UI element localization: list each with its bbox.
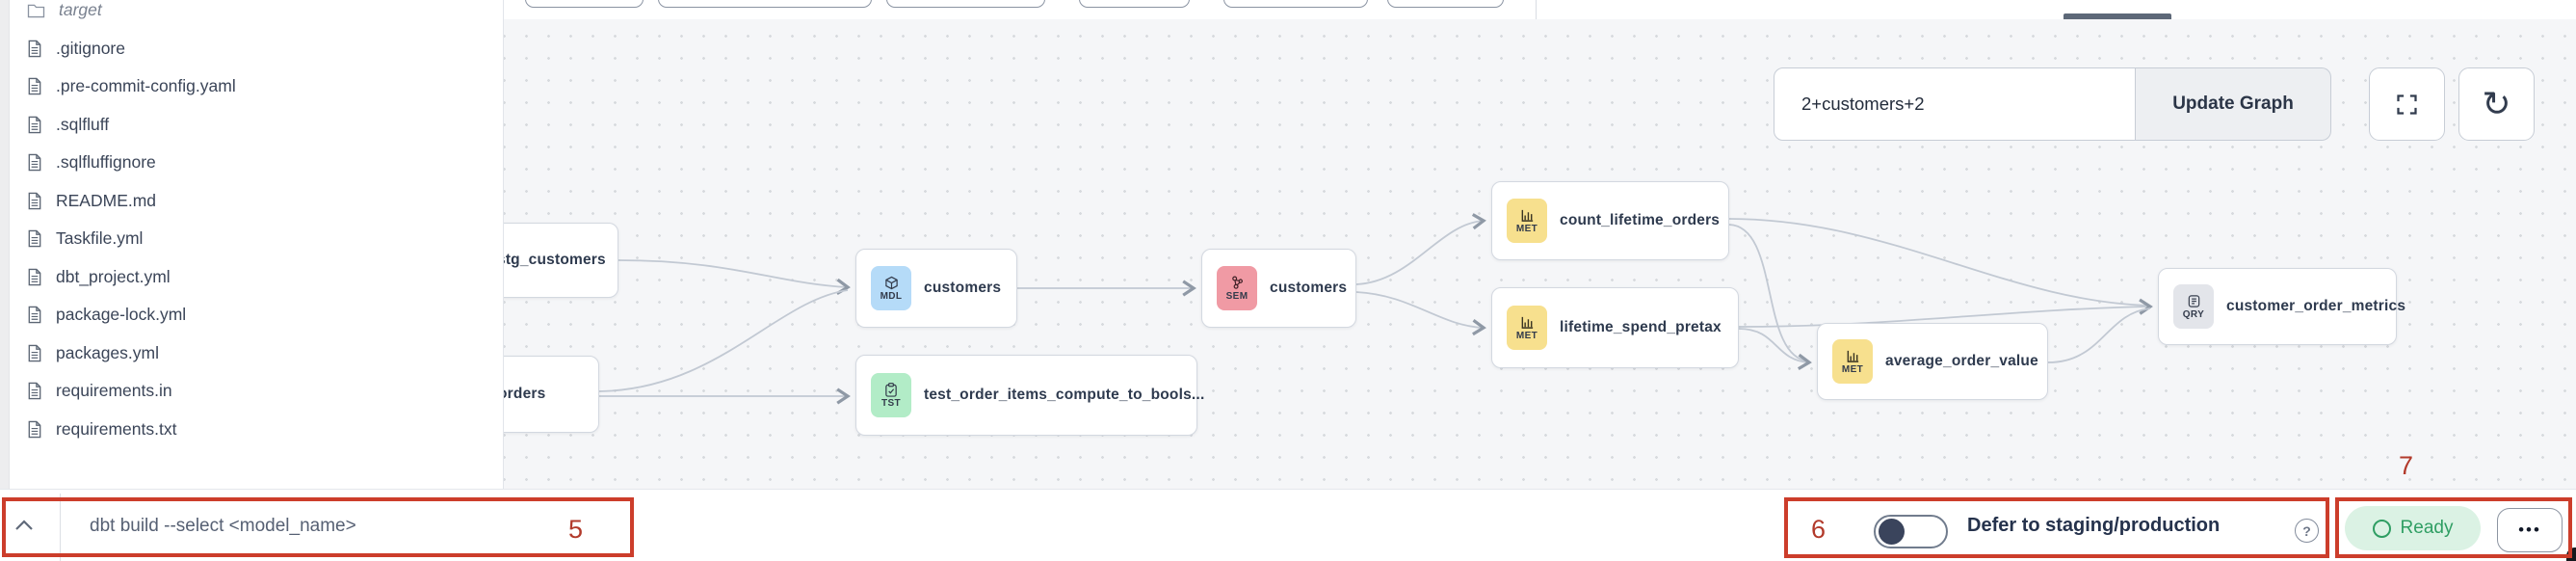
- toolbar-button-fragment[interactable]: [886, 0, 1045, 8]
- file-tree: target .gitignore .pre-commit-config.yam…: [0, 0, 503, 449]
- model-badge: MDL: [871, 266, 911, 310]
- metric-badge: MET: [1507, 199, 1547, 243]
- defer-toggle[interactable]: [1874, 515, 1948, 548]
- metric-badge: MET: [1507, 306, 1547, 350]
- test-badge: TST: [871, 373, 911, 417]
- folder-icon: [27, 3, 45, 18]
- top-toolbar-strip: [0, 0, 2576, 19]
- file-icon: [27, 116, 42, 134]
- node-count-lifetime-orders[interactable]: MET count_lifetime_orders: [1491, 181, 1729, 260]
- file-icon: [27, 40, 42, 58]
- file-explorer-panel: target .gitignore .pre-commit-config.yam…: [0, 0, 504, 489]
- node-label: test_order_items_compute_to_bools...: [924, 387, 1205, 403]
- file-icon: [27, 77, 42, 95]
- file-icon: [27, 268, 42, 286]
- toolbar-button-fragment[interactable]: [1387, 0, 1504, 8]
- toolbar-divider: [1536, 0, 1537, 19]
- tree-item-target-folder[interactable]: target: [0, 0, 503, 30]
- update-graph-button[interactable]: Update Graph: [2136, 67, 2331, 141]
- corner-wedge: [2566, 548, 2576, 561]
- node-average-order-value[interactable]: MET average_order_value: [1817, 323, 2048, 400]
- help-icon[interactable]: ?: [2295, 519, 2319, 543]
- active-tab-indicator: [2063, 13, 2171, 19]
- dbt-command-input[interactable]: dbt build --select <model_name>: [90, 515, 356, 536]
- ready-status-label: Ready: [2400, 518, 2454, 538]
- tree-item-file[interactable]: Taskfile.yml: [0, 220, 503, 258]
- node-label: count_lifetime_orders: [1560, 212, 1721, 228]
- more-options-button[interactable]: •••: [2497, 508, 2563, 552]
- tree-item-file[interactable]: requirements.txt: [0, 411, 503, 449]
- tree-item-file[interactable]: requirements.in: [0, 372, 503, 411]
- toggle-knob: [1879, 519, 1905, 545]
- refresh-icon: ↻: [2482, 84, 2511, 123]
- defer-label: Defer to staging/production: [1967, 515, 2221, 536]
- node-label: customers: [924, 280, 1002, 296]
- command-bar-divider: [60, 494, 61, 561]
- bottom-command-bar: dbt build --select <model_name> Defer to…: [0, 489, 2576, 561]
- tree-item-file[interactable]: packages.yml: [0, 334, 503, 373]
- toolbar-button-fragment[interactable]: [525, 0, 644, 8]
- refresh-graph-button[interactable]: ↻: [2458, 67, 2535, 141]
- file-icon: [27, 153, 42, 172]
- toolbar-button-fragment[interactable]: [1079, 0, 1190, 8]
- semantic-model-badge: SEM: [1217, 266, 1257, 310]
- toolbar-button-fragment[interactable]: [1223, 0, 1368, 8]
- file-icon: [27, 344, 42, 362]
- tree-item-file[interactable]: .sqlfluffignore: [0, 144, 503, 182]
- node-label: lifetime_spend_pretax: [1560, 319, 1722, 335]
- node-label: customer_order_metrics: [2226, 298, 2406, 314]
- tree-item-file[interactable]: .sqlfluff: [0, 106, 503, 145]
- file-icon: [27, 420, 42, 439]
- panel-gutter: [0, 0, 10, 489]
- tree-item-file[interactable]: package-lock.yml: [0, 296, 503, 334]
- node-label: orders: [498, 386, 546, 402]
- file-icon: [27, 229, 42, 248]
- lineage-selector-input[interactable]: 2+customers+2: [1774, 67, 2136, 141]
- ready-status-icon: [2372, 519, 2391, 538]
- fullscreen-button[interactable]: [2369, 67, 2445, 141]
- ready-status-button[interactable]: Ready: [2345, 506, 2481, 550]
- node-label: average_order_value: [1885, 353, 2038, 369]
- node-label: stg_customers: [497, 252, 606, 268]
- expand-command-panel-button[interactable]: [12, 513, 37, 538]
- node-customers-model[interactable]: MDL customers: [855, 249, 1017, 328]
- toolbar-button-fragment[interactable]: [658, 0, 872, 8]
- tree-item-file[interactable]: .gitignore: [0, 30, 503, 68]
- file-icon: [27, 382, 42, 400]
- saved-query-badge: QRY: [2173, 284, 2214, 329]
- lineage-selector-group: 2+customers+2 Update Graph: [1774, 67, 2331, 141]
- metric-badge: MET: [1832, 339, 1873, 384]
- file-icon: [27, 192, 42, 210]
- tree-item-file[interactable]: README.md: [0, 182, 503, 221]
- node-customer-order-metrics[interactable]: QRY customer_order_metrics: [2158, 268, 2405, 345]
- tree-item-file[interactable]: dbt_project.yml: [0, 258, 503, 297]
- tree-item-file[interactable]: .pre-commit-config.yaml: [0, 67, 503, 106]
- file-icon: [27, 306, 42, 324]
- node-customers-semantic[interactable]: SEM customers: [1201, 249, 1356, 328]
- node-test-order-items[interactable]: TST test_order_items_compute_to_bools...: [855, 355, 1204, 436]
- fullscreen-icon: [2394, 92, 2420, 118]
- node-label: customers: [1270, 280, 1348, 296]
- node-lifetime-spend-pretax[interactable]: MET lifetime_spend_pretax: [1491, 287, 1739, 368]
